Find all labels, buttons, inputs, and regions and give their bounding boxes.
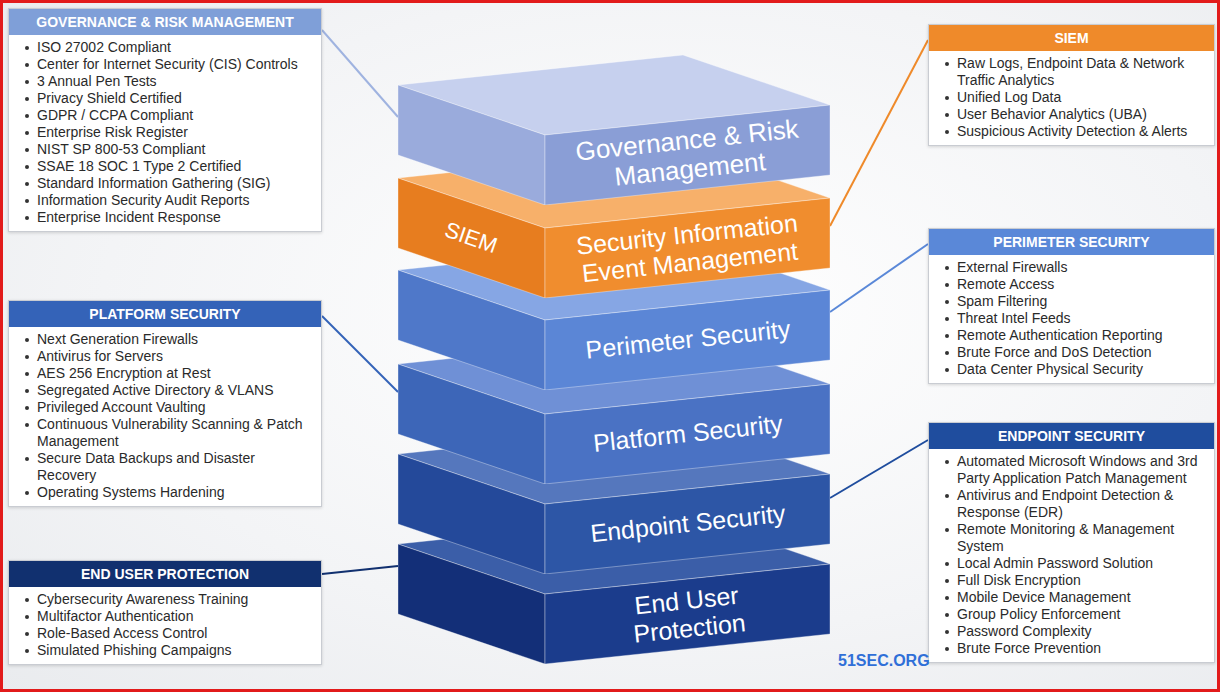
panel-body: Cybersecurity Awareness TrainingMultifac… (9, 587, 321, 664)
info-panel: END USER PROTECTIONCybersecurity Awarene… (8, 560, 322, 665)
list-item: Brute Force and DoS Detection (937, 344, 1206, 361)
list-item: Threat Intel Feeds (937, 310, 1206, 327)
panel-heading: PLATFORM SECURITY (9, 301, 321, 327)
list-item: Full Disk Encryption (937, 572, 1206, 589)
list-item: Multifactor Authentication (17, 608, 313, 625)
panel-heading: SIEM (929, 25, 1214, 51)
list-item: Segregated Active Directory & VLANS (17, 382, 313, 399)
list-item: Privileged Account Vaulting (17, 399, 313, 416)
list-item: Spam Filtering (937, 293, 1206, 310)
leader-line (830, 40, 928, 226)
list-item: Password Complexity (937, 623, 1206, 640)
list-item: Raw Logs, Endpoint Data & Network Traffi… (937, 55, 1206, 89)
list-item: 3 Annual Pen Tests (17, 73, 313, 90)
list-item: Privacy Shield Certified (17, 90, 313, 107)
list-item: GDPR / CCPA Compliant (17, 107, 313, 124)
panel-body: ISO 27002 CompliantCenter for Internet S… (9, 35, 321, 231)
list-item: Local Admin Password Solution (937, 555, 1206, 572)
list-item: Role-Based Access Control (17, 625, 313, 642)
panel-body: Automated Microsoft Windows and 3rd Part… (929, 449, 1214, 662)
list-item: Next Generation Firewalls (17, 331, 313, 348)
list-item: Mobile Device Management (937, 589, 1206, 606)
list-item: Standard Information Gathering (SIG) (17, 175, 313, 192)
list-item: AES 256 Encryption at Rest (17, 365, 313, 382)
list-item: Unified Log Data (937, 89, 1206, 106)
leader-line (322, 316, 398, 392)
leader-line (830, 244, 928, 312)
watermark: 51SEC.ORG (838, 652, 930, 670)
list-item: Continuous Vulnerability Scanning & Patc… (17, 416, 313, 450)
list-item: Cybersecurity Awareness Training (17, 591, 313, 608)
panel-heading: GOVERNANCE & RISK MANAGEMENT (9, 9, 321, 35)
info-panel: PLATFORM SECURITYNext Generation Firewal… (8, 300, 322, 507)
panel-body: Raw Logs, Endpoint Data & Network Traffi… (929, 51, 1214, 145)
leader-line (322, 566, 398, 574)
list-item: Antivirus for Servers (17, 348, 313, 365)
list-item: Enterprise Risk Register (17, 124, 313, 141)
list-item: Center for Internet Security (CIS) Contr… (17, 56, 313, 73)
list-item: Information Security Audit Reports (17, 192, 313, 209)
list-item: ISO 27002 Compliant (17, 39, 313, 56)
panel-body: External FirewallsRemote AccessSpam Filt… (929, 255, 1214, 383)
list-item: Simulated Phishing Campaigns (17, 642, 313, 659)
info-panel: PERIMETER SECURITYExternal FirewallsRemo… (928, 228, 1215, 384)
panel-body: Next Generation FirewallsAntivirus for S… (9, 327, 321, 506)
list-item: External Firewalls (937, 259, 1206, 276)
panel-heading: ENDPOINT SECURITY (929, 423, 1214, 449)
slab-face (398, 544, 545, 664)
list-item: Data Center Physical Security (937, 361, 1206, 378)
list-item: Group Policy Enforcement (937, 606, 1206, 623)
list-item: Remote Access (937, 276, 1206, 293)
list-item: SSAE 18 SOC 1 Type 2 Certified (17, 158, 313, 175)
info-panel: SIEM Raw Logs, Endpoint Data & Network Tr… (928, 24, 1215, 146)
leader-line (830, 440, 928, 498)
list-item: Brute Force Prevention (937, 640, 1206, 657)
slab-face (545, 564, 830, 664)
leader-line (322, 30, 398, 117)
list-item: Suspicious Activity Detection & Alerts (937, 123, 1206, 140)
list-item: Operating Systems Hardening (17, 484, 313, 501)
list-item: NIST SP 800-53 Compliant (17, 141, 313, 158)
info-panel: ENDPOINT SECURITY Automated Microsoft Win… (928, 422, 1215, 663)
list-item: Secure Data Backups and Disaster Recover… (17, 450, 313, 484)
stack-layer: Governance & Risk Management (398, 55, 830, 205)
panel-heading: PERIMETER SECURITY (929, 229, 1214, 255)
list-item: Antivirus and Endpoint Detection & Respo… (937, 487, 1206, 521)
list-item: Remote Monitoring & Management System (937, 521, 1206, 555)
list-item: Automated Microsoft Windows and 3rd Part… (937, 453, 1206, 487)
list-item: User Behavior Analytics (UBA) (937, 106, 1206, 123)
list-item: Enterprise Incident Response (17, 209, 313, 226)
list-item: Remote Authentication Reporting (937, 327, 1206, 344)
info-panel: GOVERNANCE & RISK MANAGEMENTISO 27002 Co… (8, 8, 322, 232)
panel-heading: END USER PROTECTION (9, 561, 321, 587)
